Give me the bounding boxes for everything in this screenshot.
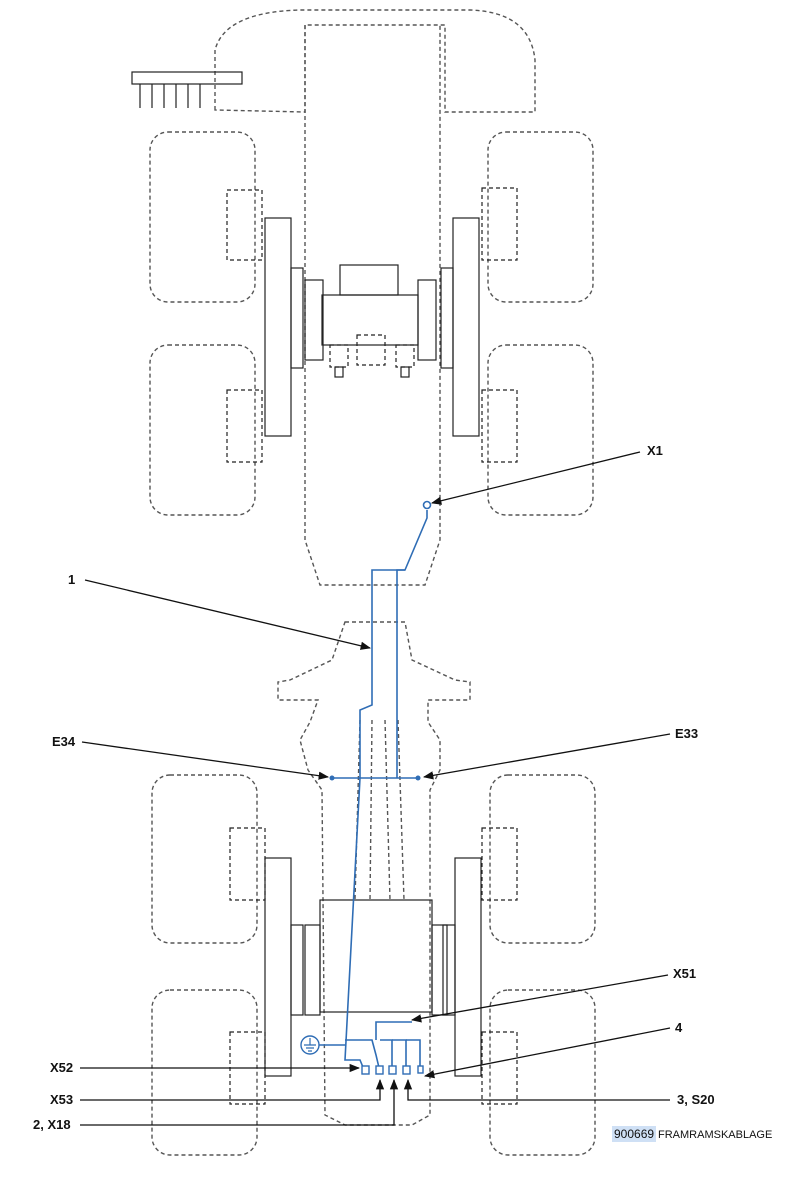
rear-wheels [151, 774, 596, 1156]
e33-junction [415, 775, 421, 781]
x52-connector [361, 1065, 370, 1075]
front-frame-outline [131, 9, 536, 586]
label-1: 1 [68, 572, 75, 587]
item-4-connector [417, 1065, 424, 1074]
s20-connector [402, 1065, 411, 1075]
x18-connector [388, 1065, 397, 1075]
front-axle-assembly [304, 264, 437, 378]
x53-connector [375, 1065, 384, 1075]
wiring-harness [312, 500, 432, 1075]
label-x53: X53 [50, 1092, 73, 1107]
e34-junction [329, 775, 335, 781]
label-x1: X1 [647, 443, 663, 458]
rear-frame-outline [277, 621, 471, 1126]
label-4: 4 [675, 1020, 683, 1035]
leader-lines [80, 451, 671, 1126]
front-wheels [149, 131, 594, 516]
label-3-s20: 3, S20 [677, 1092, 715, 1107]
caption-title: FRAMRAMSKABLAGE [658, 1129, 772, 1141]
x1-connector [422, 500, 432, 510]
caption-code-highlight [612, 1126, 656, 1142]
engine-block [304, 899, 448, 1016]
label-2-x18: 2, X18 [33, 1117, 71, 1132]
label-x51: X51 [673, 966, 696, 981]
caption-code: 900669 [614, 1127, 654, 1141]
label-e34: E34 [52, 734, 76, 749]
ground-icon [300, 1035, 320, 1055]
label-x52: X52 [50, 1060, 73, 1075]
label-e33: E33 [675, 726, 698, 741]
